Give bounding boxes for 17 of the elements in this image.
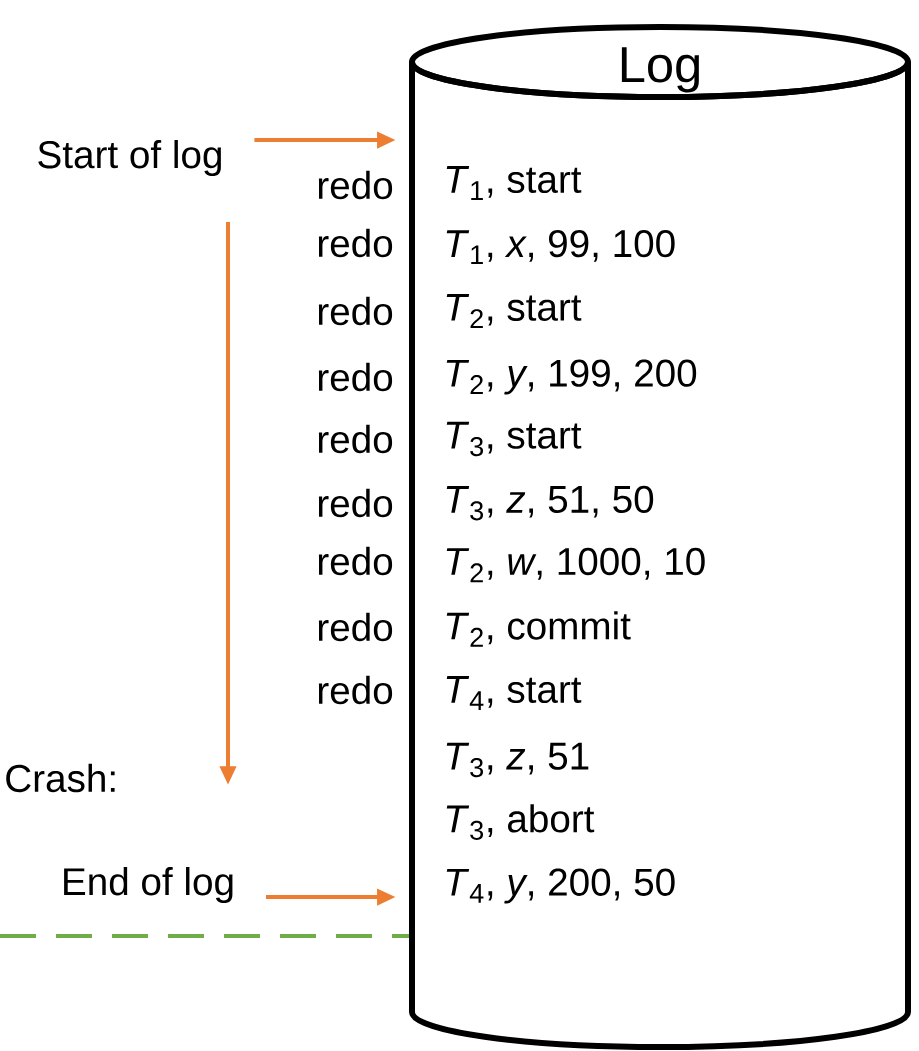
log-record: T$_{1}$, x, 99, 100 [446, 229, 675, 265]
end-label: End of log [64, 867, 233, 904]
log-record: T$_{3}$, abort [446, 804, 595, 840]
log-record: T$_{4}$, start [446, 676, 582, 710]
node-label: Log [621, 47, 699, 93]
log-record: T$_{2}$, w, 1000, 10 [446, 547, 705, 583]
crash-label: Crash: [6, 763, 115, 793]
log-record: T$_{4}$, y, 200, 50 [446, 868, 675, 904]
start-label: Start of log [38, 140, 221, 177]
redo-label: redo [318, 170, 393, 200]
log-record: T$_{2}$, start [446, 293, 582, 329]
log-record: T$_{2}$, y, 199, 200 [446, 359, 697, 395]
log-record: T$_{1}$, start [446, 166, 582, 200]
log-record: T$_{3}$, start [446, 421, 582, 457]
log-record: T$_{3}$, z, 51 [446, 742, 589, 778]
log-record: T$_{3}$, z, 51, 50 [446, 485, 654, 521]
log-record: T$_{2}$, commit [446, 611, 631, 647]
